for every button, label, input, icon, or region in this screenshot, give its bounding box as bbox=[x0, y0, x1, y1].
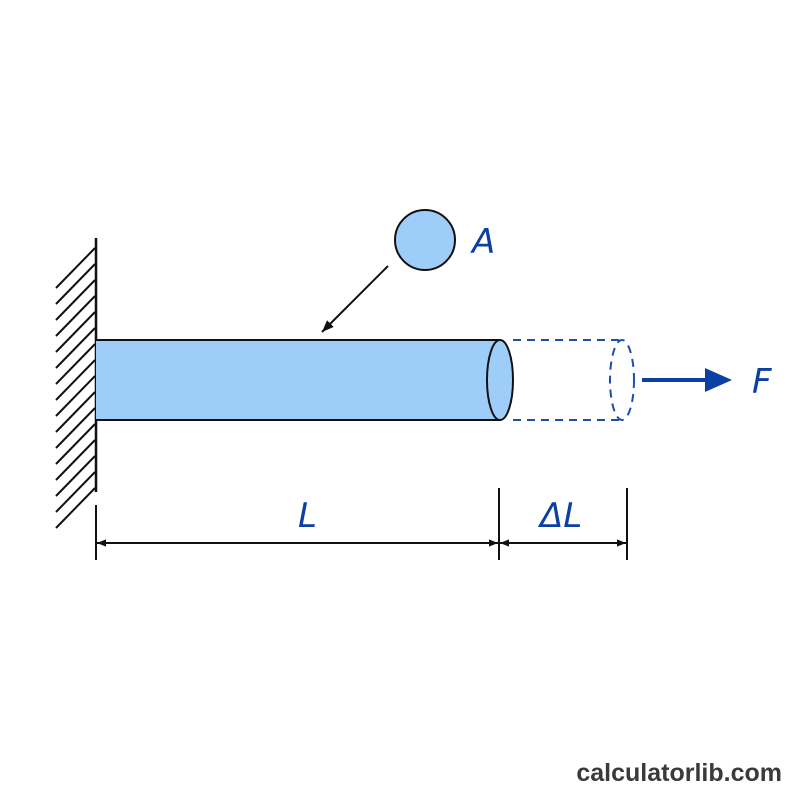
hatch-line bbox=[55, 311, 96, 353]
hatch-line bbox=[55, 391, 96, 433]
hatch-line bbox=[55, 487, 96, 529]
watermark-text: calculatorlib.com bbox=[576, 759, 782, 787]
hatch-line bbox=[55, 327, 96, 369]
area-pointer-arrow bbox=[321, 265, 389, 333]
hatch-line bbox=[55, 343, 96, 385]
rod bbox=[96, 339, 514, 421]
hatch-line bbox=[55, 471, 96, 513]
elongation-outline bbox=[513, 339, 635, 421]
hatch-line bbox=[55, 407, 96, 449]
label-elongation: ΔL bbox=[537, 496, 582, 536]
hatch-line bbox=[55, 455, 96, 497]
label-force: F bbox=[752, 362, 772, 402]
wall-hatching bbox=[55, 247, 96, 529]
hatch-line bbox=[55, 359, 96, 401]
hatch-line bbox=[55, 247, 96, 289]
fixed-wall bbox=[55, 238, 98, 529]
cross-section-circle bbox=[394, 209, 456, 271]
hatch-line bbox=[55, 279, 96, 321]
hatch-line bbox=[55, 295, 96, 337]
hatch-line bbox=[55, 375, 96, 417]
dimension-lines bbox=[95, 488, 628, 560]
label-area: A bbox=[470, 222, 495, 262]
label-length: L bbox=[298, 496, 317, 536]
hatch-line bbox=[55, 263, 96, 305]
hatch-line bbox=[55, 439, 96, 481]
force-arrow bbox=[642, 368, 732, 392]
rod-end-face bbox=[486, 339, 514, 421]
hatch-line bbox=[55, 423, 96, 465]
